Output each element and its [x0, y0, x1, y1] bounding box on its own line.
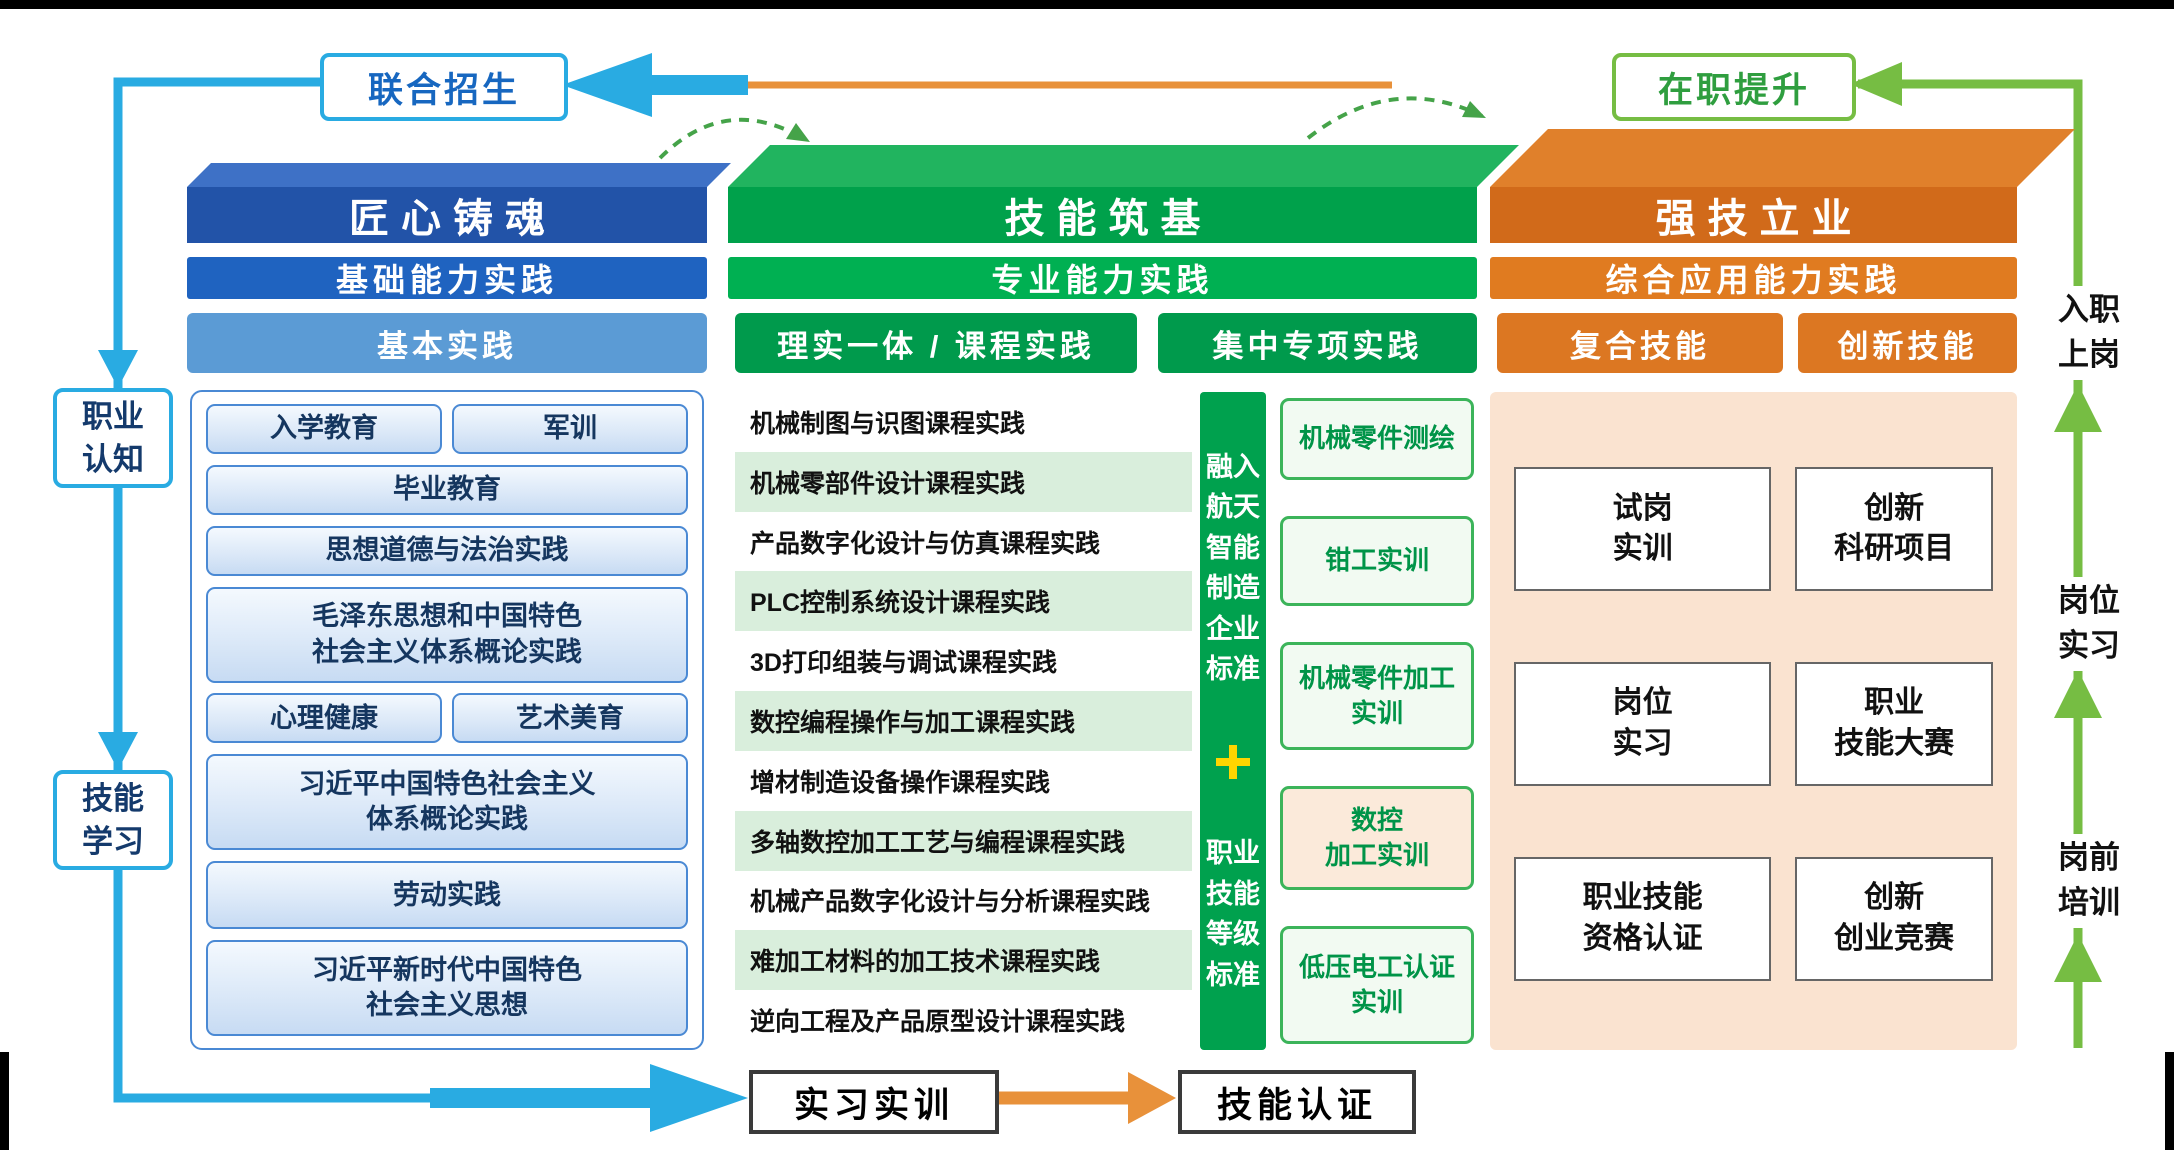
- orange-header-label: 强技立业: [1490, 187, 2017, 243]
- special-training-column: 机械零件测绘 钳工实训 机械零件加工 实训 数控 加工实训 低压电工认证 实训: [1280, 398, 1474, 1044]
- frame-corner-left: [0, 1052, 9, 1150]
- ability-card: 试岗 实训: [1514, 467, 1772, 592]
- right-green-flow-arrow: [1850, 62, 2102, 1048]
- course-row: 数控编程操作与加工课程实践: [735, 691, 1192, 751]
- blue-item: 毕业教育: [206, 464, 688, 515]
- blue-item-row: 心理健康 艺术美育: [206, 693, 688, 744]
- course-row: PLC控制系统设计课程实践: [735, 571, 1192, 632]
- onboarding-label: 入职 上岗: [2036, 286, 2142, 380]
- blue-item: 毛泽东思想和中国特色 社会主义体系概论实践: [206, 586, 688, 683]
- ability-card: 岗位 实习: [1514, 661, 1772, 786]
- blue-item-row: 入学教育 军训: [206, 404, 688, 454]
- enterprise-standard-bar: 融入 航天 智能 制造 企业 标准 职业 技能 等级 标准: [1200, 392, 1266, 1050]
- course-practice-bar: 理实一体 / 课程实践: [735, 313, 1137, 373]
- course-row: 增材制造设备操作课程实践: [735, 750, 1192, 811]
- course-row: 机械制图与识图课程实践: [735, 392, 1192, 452]
- blue-item: 艺术美育: [452, 693, 688, 744]
- enterprise-standard-text: 融入 航天 智能 制造 企业 标准: [1206, 451, 1260, 685]
- course-row: 产品数字化设计与仿真课程实践: [735, 511, 1192, 572]
- post-internship-label: 岗位 实习: [2036, 577, 2142, 671]
- basic-practice-bar: 基本实践: [187, 313, 707, 373]
- blue-item: 思想道德与法治实践: [206, 525, 688, 576]
- training-box: 机械零件测绘: [1280, 398, 1474, 480]
- course-row: 3D打印组装与调试课程实践: [735, 631, 1192, 692]
- left-blue-flow-arrow: [98, 77, 748, 1132]
- top-enrollment-arrow: [562, 53, 1392, 117]
- green-column-header-slab: 技能筑基: [728, 187, 1477, 243]
- pre-job-training-label: 岗前 培训: [2036, 834, 2142, 928]
- plus-icon: [1216, 744, 1250, 779]
- skill-level-standard-text: 职业 技能 等级 标准: [1206, 838, 1260, 990]
- green-slab-top-face: [728, 145, 1519, 187]
- blue-slab-top-face: [187, 163, 731, 187]
- skill-learning-label: 技能 学习: [53, 770, 173, 870]
- orange-slab-top-face: [1490, 129, 2075, 187]
- innovation-skill-bar: 创新技能: [1798, 313, 2017, 373]
- special-practice-bar: 集中专项实践: [1158, 313, 1477, 373]
- blue-item: 习近平新时代中国特色 社会主义思想: [206, 939, 688, 1036]
- blue-item: 习近平中国特色社会主义 体系概论实践: [206, 754, 688, 851]
- composite-skill-bar: 复合技能: [1497, 313, 1783, 373]
- training-box: 钳工实训: [1280, 516, 1474, 606]
- frame-bottom-line: [0, 0, 2174, 9]
- blue-item: 劳动实践: [206, 861, 688, 930]
- course-row: 多轴数控加工工艺与编程课程实践: [735, 810, 1192, 871]
- internship-training-box: 实习实训: [749, 1070, 999, 1134]
- ability-card: 创新 创业竞赛: [1795, 856, 1993, 981]
- ability-card: 职业技能 资格认证: [1514, 856, 1772, 981]
- training-box: 机械零件加工 实训: [1280, 642, 1474, 750]
- skill-certification-box: 技能认证: [1178, 1070, 1416, 1134]
- orange-column-header-slab: 强技立业: [1490, 187, 2017, 243]
- course-row: 机械零部件设计课程实践: [735, 451, 1192, 512]
- career-cognition-label: 职业 认知: [53, 388, 173, 488]
- blue-item: 入学教育: [206, 404, 442, 454]
- training-box: 数控 加工实训: [1280, 786, 1474, 890]
- stage-transition-arrow-1: [658, 117, 810, 160]
- ability-card: 职业 技能大赛: [1795, 661, 1993, 786]
- frame-corner-right: [2165, 1052, 2174, 1150]
- blue-item: 心理健康: [206, 693, 442, 744]
- basic-practice-panel: 入学教育 军训 毕业教育 思想道德与法治实践 毛泽东思想和中国特色 社会主义体系…: [190, 390, 704, 1050]
- joint-enrollment-box: 联合招生: [320, 53, 568, 121]
- bottom-orange-arrow: [996, 1072, 1176, 1124]
- blue-column-header-slab: 匠心铸魂: [187, 187, 707, 243]
- course-practice-list: 机械制图与识图课程实践 机械零部件设计课程实践 产品数字化设计与仿真课程实践 P…: [735, 392, 1192, 1050]
- training-box: 低压电工认证 实训: [1280, 926, 1474, 1044]
- course-row: 难加工材料的加工技术课程实践: [735, 930, 1192, 991]
- on-job-upgrade-box: 在职提升: [1612, 53, 1856, 121]
- course-row: 逆向工程及产品原型设计课程实践: [735, 990, 1192, 1050]
- comprehensive-ability-panel: 试岗 实训 创新 科研项目 岗位 实习 职业 技能大赛 职业技能 资格认证 创新…: [1490, 392, 2017, 1050]
- course-row: 机械产品数字化设计与分析课程实践: [735, 870, 1192, 931]
- green-subheader: 专业能力实践: [728, 257, 1477, 299]
- blue-item: 军训: [452, 404, 688, 454]
- blue-subheader: 基础能力实践: [187, 257, 707, 299]
- ability-card: 创新 科研项目: [1795, 467, 1993, 592]
- blue-header-label: 匠心铸魂: [187, 187, 707, 243]
- green-header-label: 技能筑基: [728, 187, 1477, 243]
- stage-transition-arrow-2: [1306, 96, 1486, 140]
- orange-subheader: 综合应用能力实践: [1490, 257, 2017, 299]
